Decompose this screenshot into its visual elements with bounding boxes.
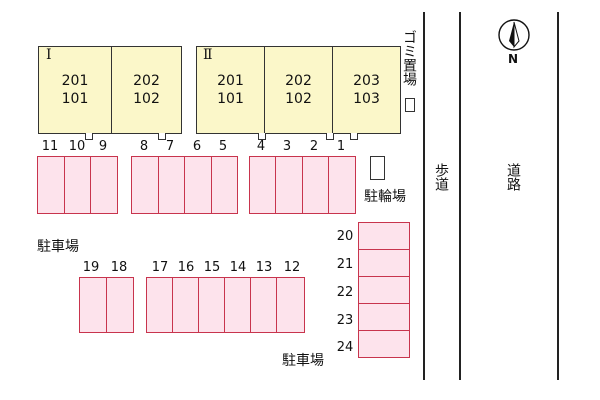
- parking-space-20: [358, 222, 410, 250]
- parking-number: 18: [110, 260, 128, 275]
- building-2-label: Ⅱ: [203, 47, 213, 63]
- sidewalk-edge-line: [423, 12, 425, 380]
- room-number: 201: [61, 73, 89, 89]
- parking-label: 駐車場: [282, 353, 324, 369]
- garbage-area-label: ゴミ置場: [401, 30, 417, 86]
- parking-number: 23: [336, 313, 354, 328]
- parking-number: 14: [229, 260, 247, 275]
- building-1-entrance: [158, 133, 166, 140]
- room-number: 202: [285, 73, 312, 89]
- building-1-label: Ⅰ: [46, 47, 52, 63]
- parking-space-24: [358, 330, 410, 358]
- parking-number: 7: [165, 139, 175, 154]
- parking-number: 8: [139, 139, 149, 154]
- road-edge-line: [459, 12, 461, 380]
- parking-number: 10: [68, 139, 86, 154]
- room-number: 102: [133, 91, 160, 107]
- bicycle-parking-box: [370, 156, 385, 180]
- parking-space-15: [198, 277, 225, 333]
- parking-number: 6: [192, 139, 202, 154]
- parking-space-1: [328, 156, 356, 214]
- parking-space-21: [358, 249, 410, 277]
- road-far-edge-line: [557, 12, 559, 380]
- building-1-unit-1: 201 101: [39, 47, 111, 133]
- parking-space-2: [302, 156, 329, 214]
- building-2-unit-2: 202 102: [264, 47, 332, 133]
- parking-number: 5: [218, 139, 228, 154]
- parking-space-10: [64, 156, 91, 214]
- parking-label: 駐車場: [37, 239, 79, 255]
- parking-space-23: [358, 303, 410, 331]
- parking-number: 1: [336, 139, 346, 154]
- north-arrow-icon: [498, 19, 530, 51]
- parking-space-7: [158, 156, 185, 214]
- parking-space-12: [276, 277, 305, 333]
- building-2: 201 101 202 102 203 103: [196, 46, 401, 134]
- parking-number: 24: [336, 340, 354, 355]
- parking-space-13: [250, 277, 277, 333]
- parking-number: 4: [256, 139, 266, 154]
- parking-number: 11: [41, 139, 59, 154]
- compass-north-label: N: [508, 52, 519, 66]
- parking-number: 17: [151, 260, 169, 275]
- parking-number: 12: [283, 260, 301, 275]
- building-2-unit-1: 201 101: [197, 47, 264, 133]
- room-number: 203: [353, 73, 380, 89]
- garbage-area-box: [405, 98, 415, 112]
- sidewalk-label: 歩道: [433, 163, 449, 191]
- building-2-entrance: [258, 133, 266, 140]
- parking-space-3: [275, 156, 303, 214]
- parking-space-17: [146, 277, 173, 333]
- parking-number: 21: [336, 257, 354, 272]
- building-2-entrance: [326, 133, 334, 140]
- building-1-entrance: [85, 133, 93, 140]
- parking-space-9: [90, 156, 118, 214]
- room-number: 202: [133, 73, 160, 89]
- room-number: 101: [61, 91, 89, 107]
- parking-space-14: [224, 277, 251, 333]
- parking-number: 19: [82, 260, 100, 275]
- road-label: 道路: [505, 163, 521, 191]
- parking-number: 2: [309, 139, 319, 154]
- parking-space-11: [37, 156, 65, 214]
- room-number: 102: [285, 91, 312, 107]
- parking-number: 16: [177, 260, 195, 275]
- parking-space-5: [211, 156, 238, 214]
- parking-space-8: [131, 156, 159, 214]
- parking-number: 9: [98, 139, 108, 154]
- parking-number: 15: [203, 260, 221, 275]
- parking-space-6: [184, 156, 212, 214]
- building-2-entrance: [350, 133, 358, 140]
- parking-space-4: [249, 156, 276, 214]
- room-number: 101: [217, 91, 244, 107]
- parking-space-22: [358, 276, 410, 304]
- parking-number: 3: [282, 139, 292, 154]
- parking-space-16: [172, 277, 199, 333]
- parking-number: 13: [255, 260, 273, 275]
- building-2-unit-3: 203 103: [332, 47, 400, 133]
- parking-space-18: [106, 277, 134, 333]
- building-1-unit-2: 202 102: [111, 47, 181, 133]
- parking-space-19: [79, 277, 107, 333]
- parking-number: 22: [336, 285, 354, 300]
- bicycle-parking-label: 駐輪場: [364, 189, 406, 205]
- building-1: 201 101 202 102: [38, 46, 182, 134]
- parking-number: 20: [336, 229, 354, 244]
- room-number: 201: [217, 73, 244, 89]
- room-number: 103: [353, 91, 380, 107]
